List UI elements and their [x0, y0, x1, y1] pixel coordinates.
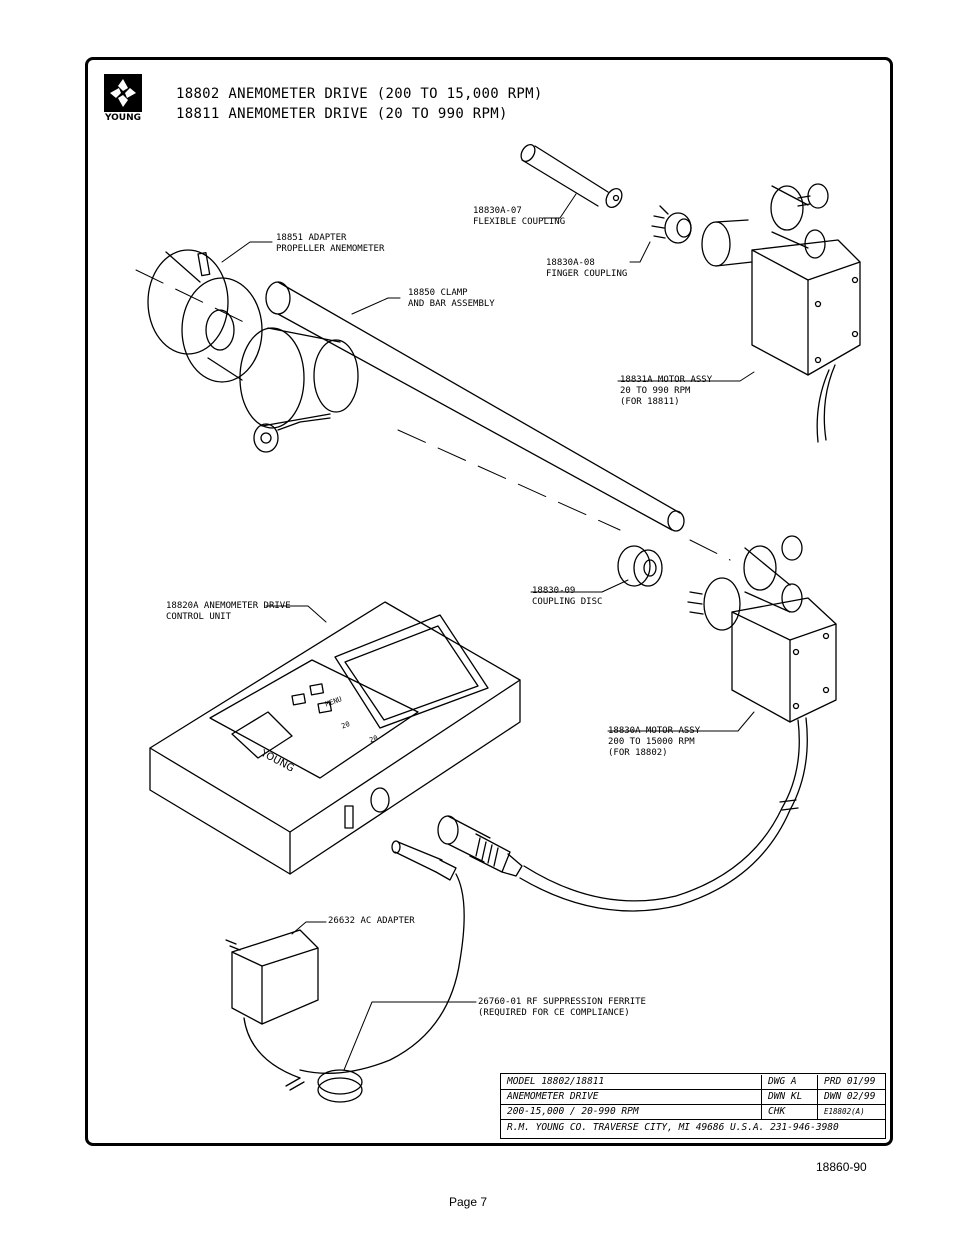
tb-company: R.M. YOUNG CO. TRAVERSE CITY, MI 49686 U… [507, 1122, 839, 1133]
tb-dwg: DWG A [761, 1075, 817, 1089]
title-block-row: 200-15,000 / 20-990 RPM CHK E18802(A) [501, 1105, 885, 1120]
logo-brand: YOUNG [104, 113, 142, 123]
tb-prd: PRD 01/99 [817, 1075, 885, 1089]
tb-chk: CHK [761, 1105, 817, 1119]
flexible-coupling [520, 143, 623, 208]
title-block: MODEL 18802/18811 DWG A PRD 01/99 ANEMOM… [500, 1073, 886, 1139]
label-ac-adapter: 26632 AC ADAPTER [328, 916, 415, 926]
tb-title: ANEMOMETER DRIVE [507, 1091, 599, 1102]
cable-connector [437, 815, 523, 877]
motor-18831 [701, 183, 861, 443]
drawing-frame [85, 57, 893, 1146]
ac-adapter [225, 929, 319, 1079]
finger-coupling [651, 205, 692, 244]
tb-dwn-by: DWN KL [761, 1090, 817, 1104]
leader-lines [221, 193, 755, 1071]
coupling-disc [617, 545, 663, 587]
young-logo-icon [104, 74, 142, 112]
document-number: 18860-90 [816, 1160, 867, 1174]
title-block-row: R.M. YOUNG CO. TRAVERSE CITY, MI 49686 U… [501, 1121, 885, 1135]
motor-18830 [687, 535, 837, 723]
rf-ferrite [285, 1069, 363, 1103]
tb-model: MODEL 18802/18811 [507, 1076, 605, 1087]
tb-range: 200-15,000 / 20-990 RPM [507, 1106, 639, 1117]
title-block-row: MODEL 18802/18811 DWG A PRD 01/99 [501, 1075, 885, 1090]
motor-cable [519, 717, 808, 912]
propeller-adapter [147, 249, 263, 383]
title-block-row: ANEMOMETER DRIVE DWN KL DWN 02/99 [501, 1090, 885, 1105]
page-number: Page 7 [449, 1195, 488, 1209]
tb-dwn-date: DWN 02/99 [817, 1090, 885, 1104]
title-line-2: 18811 ANEMOMETER DRIVE (20 TO 990 RPM) [176, 106, 508, 122]
control-unit [149, 601, 521, 875]
title-line-1: 18802 ANEMOMETER DRIVE (200 TO 15,000 RP… [176, 86, 543, 102]
centerline [135, 269, 731, 561]
tb-drawing-number: E18802(A) [817, 1105, 885, 1119]
power-plug [299, 840, 465, 1074]
clamp-bar-assembly [239, 281, 685, 532]
label-ferrite: 26760-01 RF SUPPRESSION FERRITE(REQUIRED… [478, 997, 646, 1018]
